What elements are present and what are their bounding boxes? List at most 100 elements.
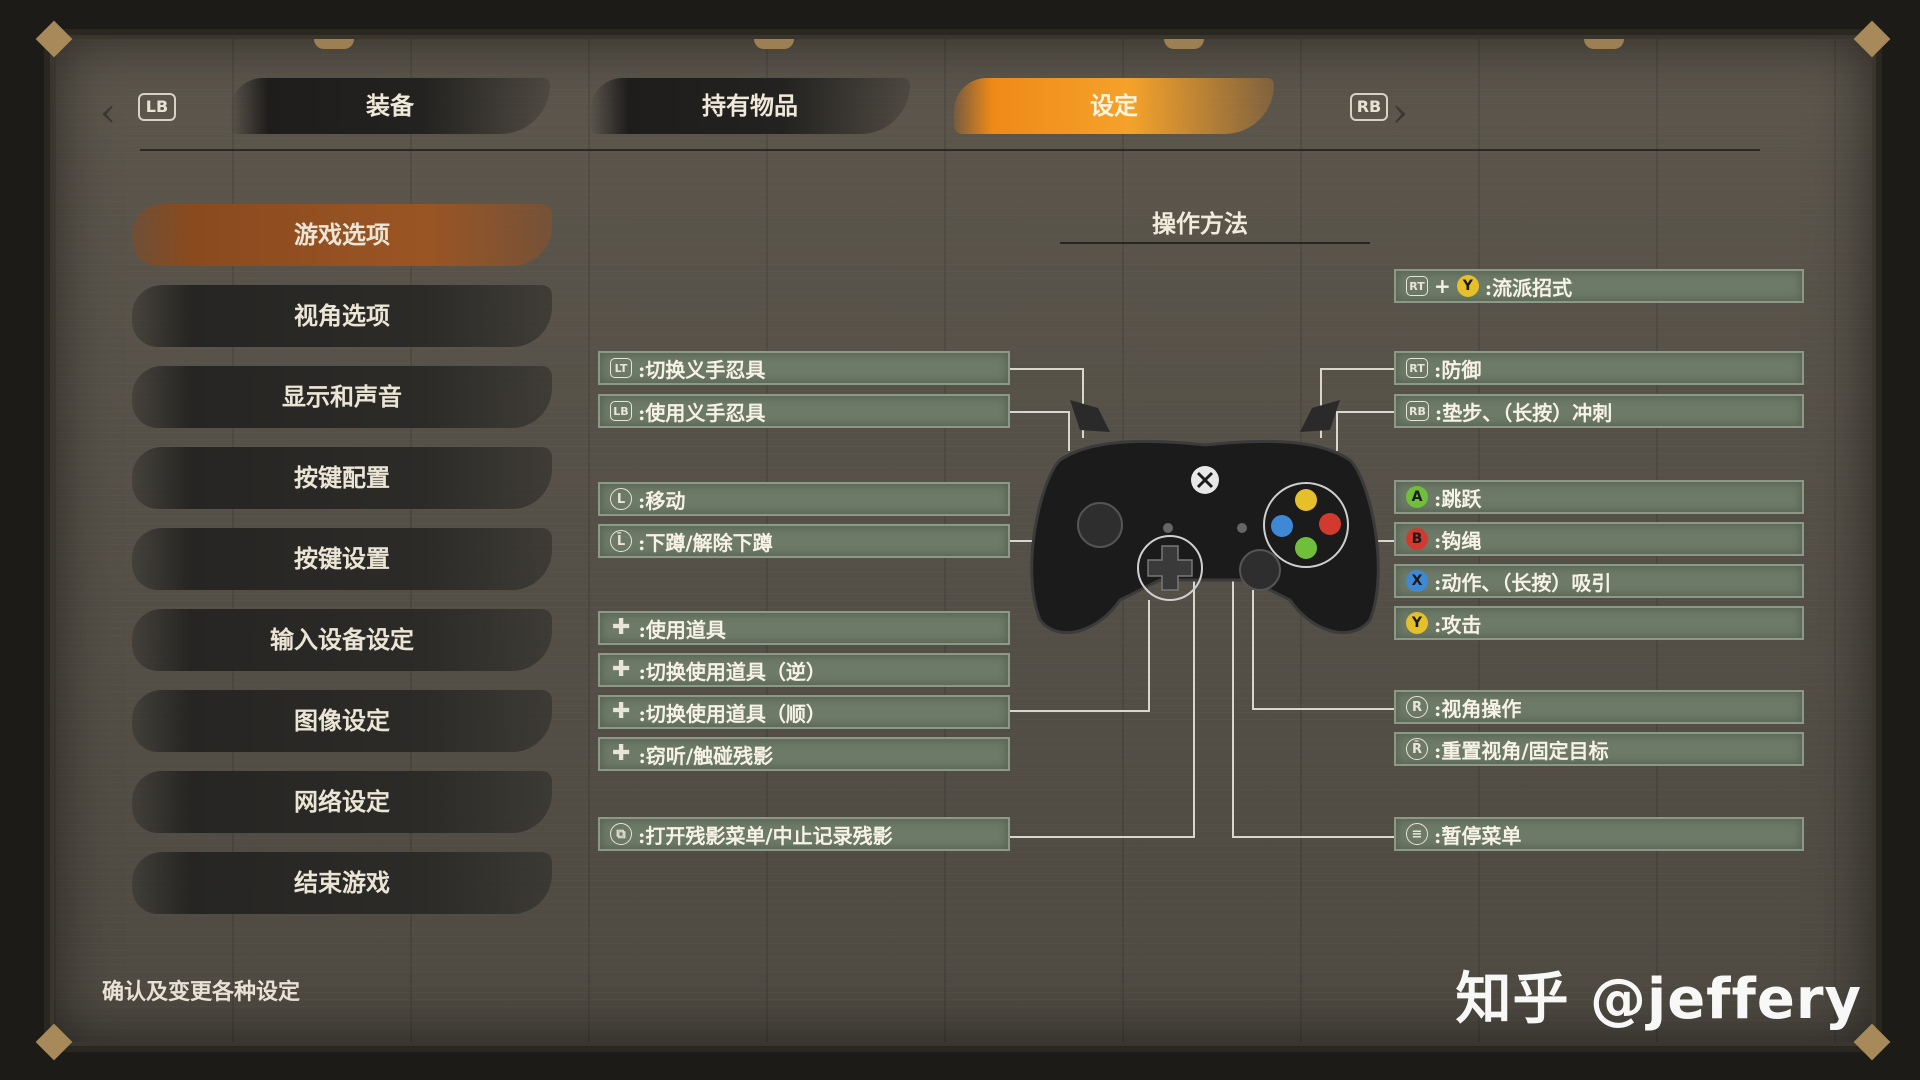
binding-menu: ≡ :暂停菜单 (1394, 817, 1804, 851)
dpad-icon: ✚ (612, 657, 631, 682)
x-button-icon (1271, 515, 1293, 537)
controls-title: 操作方法 (1152, 209, 1248, 238)
controller-body (1030, 439, 1380, 635)
frame-stud (1584, 39, 1624, 49)
connector-line (1082, 368, 1084, 438)
connector-line (1320, 368, 1322, 438)
corner-ornament (35, 20, 73, 58)
right-stick-shape (1239, 549, 1281, 591)
xbox-logo-mark (1196, 471, 1214, 489)
binding-label: :钩绳 (1434, 528, 1482, 553)
frame-stud (754, 39, 794, 49)
view-button-icon: ⧉ (610, 823, 632, 845)
binding-label: :跳跃 (1434, 486, 1482, 511)
left-stick-click-icon: L̄ (610, 530, 632, 552)
connector-line (1148, 600, 1150, 712)
menu-graphics[interactable]: 图像设定 (132, 690, 552, 752)
plus-icon: + (1434, 274, 1451, 298)
lb-key-icon: LB (610, 401, 632, 421)
connector-line (1336, 411, 1338, 451)
binding-label: :垫步、（长按）冲刺 (1434, 400, 1613, 425)
menu-camera-options[interactable]: 视角选项 (132, 285, 552, 347)
binding-label: :窃听/触碰残影 (638, 743, 774, 768)
binding-y: Y :攻击 (1394, 606, 1804, 640)
a-button-icon: A (1406, 486, 1428, 508)
xbox-controller-image (1030, 400, 1380, 635)
tab-equipment[interactable]: 装备 (230, 78, 550, 134)
binding-rt: RT :防御 (1394, 351, 1804, 385)
dpad-icon: ✚ (612, 741, 631, 766)
binding-label: :流派招式 (1484, 275, 1573, 300)
binding-label: :切换使用道具（顺） (638, 701, 826, 726)
binding-dpad-down: ✚ :窃听/触碰残影 (598, 737, 1010, 771)
binding-rt-y: RT + Y :流派招式 (1394, 269, 1804, 303)
connector-line (1010, 710, 1150, 712)
binding-dpad-left: ✚ :切换使用道具（逆） (598, 653, 1010, 687)
view-button-shape (1163, 523, 1173, 533)
chevron-right-icon[interactable]: › (1392, 90, 1408, 136)
y-button-icon: Y (1456, 275, 1479, 297)
binding-left-stick-click: L̄ :下蹲/解除下蹲 (598, 524, 1010, 558)
corner-ornament (1853, 20, 1891, 58)
binding-label: :使用义手忍具 (638, 400, 766, 425)
chevron-left-icon[interactable]: ‹ (100, 90, 116, 136)
connector-line (1010, 368, 1084, 370)
lt-key-icon: LT (610, 358, 632, 378)
connector-line (1010, 836, 1195, 838)
binding-label: :攻击 (1434, 612, 1482, 637)
menu-quit-game[interactable]: 结束游戏 (132, 852, 552, 914)
tab-settings[interactable]: 设定 (954, 78, 1274, 134)
tab-inventory[interactable]: 持有物品 (590, 78, 910, 134)
y-button-icon (1295, 489, 1317, 511)
binding-label: :暂停菜单 (1434, 823, 1522, 848)
binding-label: :切换义手忍具 (638, 357, 766, 382)
binding-b: B :钩绳 (1394, 522, 1804, 556)
b-button-icon: B (1406, 528, 1428, 550)
binding-label: :使用道具 (638, 617, 726, 642)
binding-right-stick-click: R̄ :重置视角/固定目标 (1394, 732, 1804, 766)
a-button-icon (1295, 537, 1317, 559)
connector-line (1010, 411, 1070, 413)
binding-label: :重置视角/固定目标 (1434, 738, 1609, 763)
menu-key-config[interactable]: 按键配置 (132, 447, 552, 509)
connector-line (1320, 368, 1394, 370)
binding-label: :切换使用道具（逆） (638, 659, 826, 684)
frame-stud (314, 39, 354, 49)
controls-title-underline (1060, 242, 1370, 244)
menu-input-device[interactable]: 输入设备设定 (132, 609, 552, 671)
tab-divider (140, 149, 1760, 151)
binding-label: :打开残影菜单/中止记录残影 (638, 823, 893, 848)
corner-ornament (35, 1023, 73, 1061)
menu-button-shape (1237, 523, 1247, 533)
right-trigger-shape (1300, 400, 1340, 432)
dpad-icon (1147, 545, 1193, 591)
binding-right-stick: R :视角操作 (1394, 690, 1804, 724)
left-stick-shape (1077, 502, 1123, 548)
binding-lt: LT :切换义手忍具 (598, 351, 1010, 385)
binding-rb: RB :垫步、（长按）冲刺 (1394, 394, 1804, 428)
menu-key-settings[interactable]: 按键设置 (132, 528, 552, 590)
connector-line (1252, 590, 1254, 710)
menu-game-options[interactable]: 游戏选项 (132, 204, 552, 266)
rb-bumper-icon[interactable]: RB (1350, 93, 1388, 121)
binding-dpad-up: ✚ :使用道具 (598, 611, 1010, 645)
binding-label: :防御 (1434, 357, 1482, 382)
binding-label: :下蹲/解除下蹲 (638, 530, 773, 555)
left-trigger-shape (1070, 400, 1110, 432)
x-button-icon: X (1406, 570, 1428, 592)
lb-bumper-icon[interactable]: LB (138, 93, 176, 121)
menu-network[interactable]: 网络设定 (132, 771, 552, 833)
watermark: 知乎 @jeffery (1455, 967, 1862, 1032)
footer-hint: 确认及变更各种设定 (102, 979, 301, 1005)
rt-key-icon: RT (1406, 358, 1428, 378)
connector-line (1232, 528, 1234, 838)
connector-line (1252, 708, 1394, 710)
right-stick-icon: R (1406, 696, 1428, 718)
connector-line (1068, 411, 1070, 451)
menu-display-sound[interactable]: 显示和声音 (132, 366, 552, 428)
right-stick-click-icon: R̄ (1406, 738, 1428, 760)
binding-a: A :跳跃 (1394, 480, 1804, 514)
frame-stud (1164, 39, 1204, 49)
dpad-icon: ✚ (612, 615, 631, 640)
left-stick-icon: L (610, 488, 632, 510)
